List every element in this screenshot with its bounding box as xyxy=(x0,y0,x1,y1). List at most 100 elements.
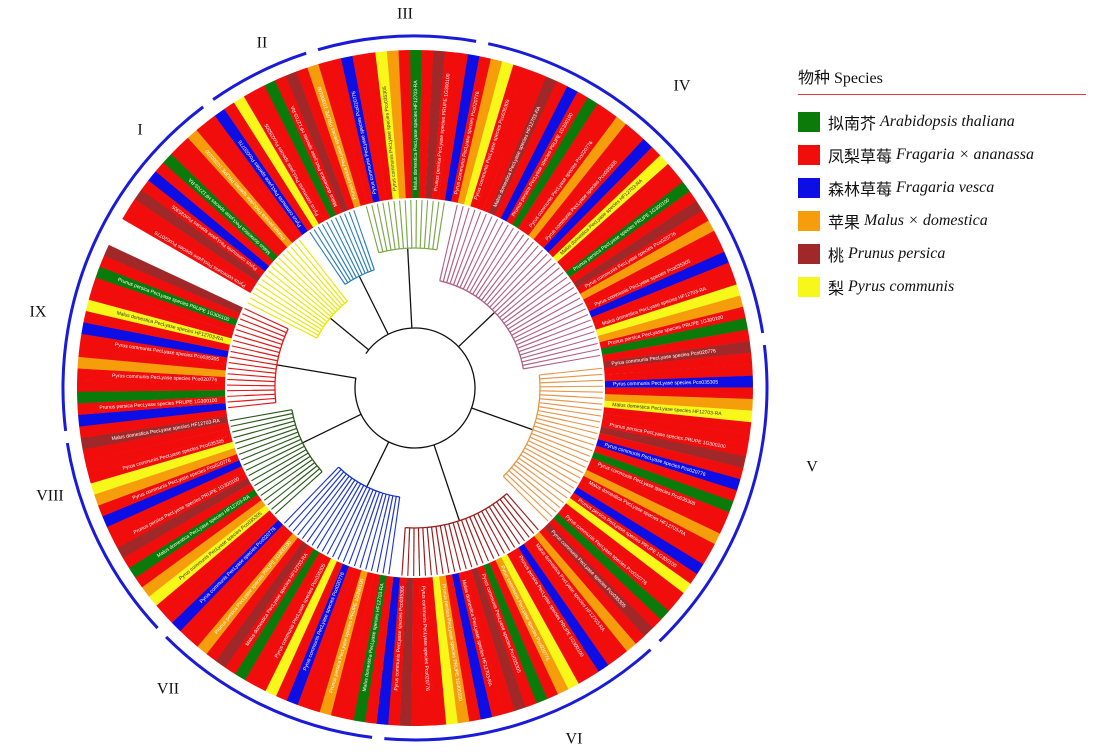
leaf-color-band xyxy=(596,439,741,491)
backbone-branch xyxy=(433,444,461,521)
clade-branch xyxy=(267,484,294,506)
clade-branch xyxy=(486,234,525,287)
clade-branch xyxy=(471,213,487,251)
clade-arcs xyxy=(61,34,769,742)
leaf-color-band xyxy=(341,573,381,721)
clade-branch xyxy=(526,443,555,459)
clade-branch xyxy=(365,508,383,570)
legend-title: 物种 Species xyxy=(798,64,1086,95)
leaf-color-band xyxy=(329,58,374,205)
clade-branch xyxy=(529,436,544,444)
clade-branch xyxy=(549,425,596,440)
clade-branch xyxy=(503,304,530,324)
clade-branch xyxy=(513,486,549,522)
clade-branch xyxy=(536,417,559,425)
clade-label: V xyxy=(806,459,818,476)
clade-branch xyxy=(553,408,601,417)
clade-branch xyxy=(265,424,296,435)
clade-branch xyxy=(332,514,354,558)
leaf-color-band xyxy=(88,288,234,339)
leaf-color-band xyxy=(557,508,677,612)
leaf-color-band xyxy=(340,55,380,203)
clade-branch xyxy=(336,481,359,516)
leaf-color-band xyxy=(488,76,558,216)
clade-branch xyxy=(264,348,280,354)
clade-branch xyxy=(539,394,579,398)
leaf-color-band xyxy=(148,171,270,272)
clade-branch xyxy=(277,455,311,479)
clade-branch xyxy=(401,527,406,567)
clade-branch xyxy=(492,504,502,518)
clade-branch xyxy=(509,311,544,333)
leaf-color-band xyxy=(603,352,753,375)
clade-branch xyxy=(503,496,529,528)
clade-branch xyxy=(394,210,400,249)
leaf-color-band xyxy=(98,453,240,517)
leaf-color-band xyxy=(171,145,283,257)
leaf-color-band xyxy=(106,466,245,538)
clade-branch xyxy=(301,317,323,331)
clade-branch xyxy=(452,206,464,245)
clade-branch xyxy=(243,336,281,350)
clade-branch xyxy=(272,438,302,453)
clade-branch xyxy=(234,334,244,339)
legend-chinese-name: 桃 xyxy=(828,247,845,265)
leaf-color-band xyxy=(512,97,598,229)
clade-branch xyxy=(408,527,411,543)
clade-branch xyxy=(311,505,339,546)
clade-branch xyxy=(239,318,272,332)
clade-branch xyxy=(469,516,483,546)
leaf-color-band xyxy=(265,558,337,697)
clade-branch xyxy=(310,304,330,320)
clade-branch xyxy=(393,201,396,211)
clade-branch xyxy=(227,403,261,409)
clade-branch xyxy=(397,496,401,512)
leaf-color-band xyxy=(604,364,753,382)
clade-branch xyxy=(337,523,355,560)
backbone-branch xyxy=(358,275,389,335)
clade-branch xyxy=(271,493,291,510)
clade-branch-arc xyxy=(338,466,400,498)
clade-branch xyxy=(286,250,331,297)
clade-branch xyxy=(230,420,255,427)
clade-branch xyxy=(335,217,350,247)
clade-branch xyxy=(339,215,357,253)
clade-branch xyxy=(255,287,303,318)
clade-branch xyxy=(571,437,595,446)
leaf-color-band xyxy=(206,537,304,662)
leaf-color-band xyxy=(285,71,349,213)
clade-branch xyxy=(383,494,391,518)
leaf-color-band xyxy=(187,129,293,248)
legend-latin-name: Malus × domestica xyxy=(864,211,988,229)
clade-branch xyxy=(528,440,564,458)
clade-branch xyxy=(448,523,456,547)
leaf-color-band xyxy=(399,577,413,726)
legend-chinese-name: 拟南芥 xyxy=(828,115,877,133)
leaf-color-band xyxy=(135,494,262,588)
leaf-color-band xyxy=(102,460,242,528)
leaf-color-band xyxy=(593,445,738,502)
clade-branch xyxy=(494,290,518,313)
clade-branch xyxy=(501,245,539,288)
clade-branch xyxy=(325,469,342,487)
clade-branch xyxy=(244,393,276,397)
clade-branch xyxy=(518,523,530,538)
clade-branch xyxy=(237,323,262,334)
clade-branch xyxy=(522,450,537,460)
clade-branch xyxy=(271,265,321,308)
clade-branch xyxy=(433,549,438,575)
clade-branch xyxy=(242,313,251,318)
clade-branch xyxy=(481,268,506,301)
leaf-color-band xyxy=(148,505,270,606)
clade-branch xyxy=(512,327,535,340)
leaf-color-band xyxy=(418,50,434,199)
leaf-color-band xyxy=(438,52,469,201)
leaf-color-band xyxy=(604,400,753,423)
clade-branch xyxy=(515,329,553,346)
clade-branch xyxy=(289,468,320,495)
clade-arc xyxy=(65,442,159,630)
clade-branch xyxy=(499,249,544,297)
clade-branch xyxy=(488,506,511,541)
clade-branch xyxy=(521,353,553,363)
